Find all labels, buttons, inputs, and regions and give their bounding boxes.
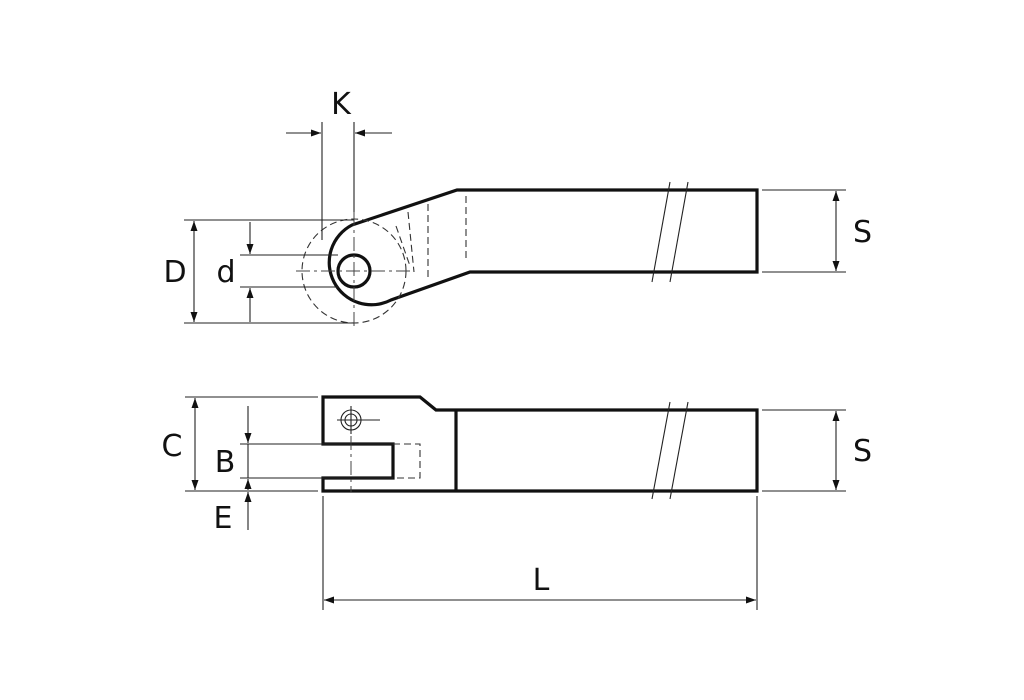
top-break-line-2 <box>669 181 689 283</box>
label-E: E <box>214 501 233 536</box>
top-break-line-1 <box>651 181 671 283</box>
label-L: L <box>533 563 550 598</box>
label-B: B <box>215 445 236 480</box>
label-D: D <box>163 255 186 290</box>
label-k: K <box>331 87 352 122</box>
bottom-break-line-2 <box>669 401 689 500</box>
label-S-top: S <box>853 215 872 250</box>
top-view: K D d S <box>163 87 872 330</box>
label-d: d <box>216 255 235 290</box>
hidden-slot <box>393 443 421 479</box>
top-view-outline <box>327 188 759 307</box>
label-S-bottom: S <box>853 434 872 469</box>
bottom-break-line-1 <box>651 401 671 500</box>
bottom-view: C B E S L <box>162 395 872 610</box>
hidden-line-3 <box>407 211 415 273</box>
label-C: C <box>162 429 183 464</box>
hidden-line-4 <box>395 225 411 267</box>
